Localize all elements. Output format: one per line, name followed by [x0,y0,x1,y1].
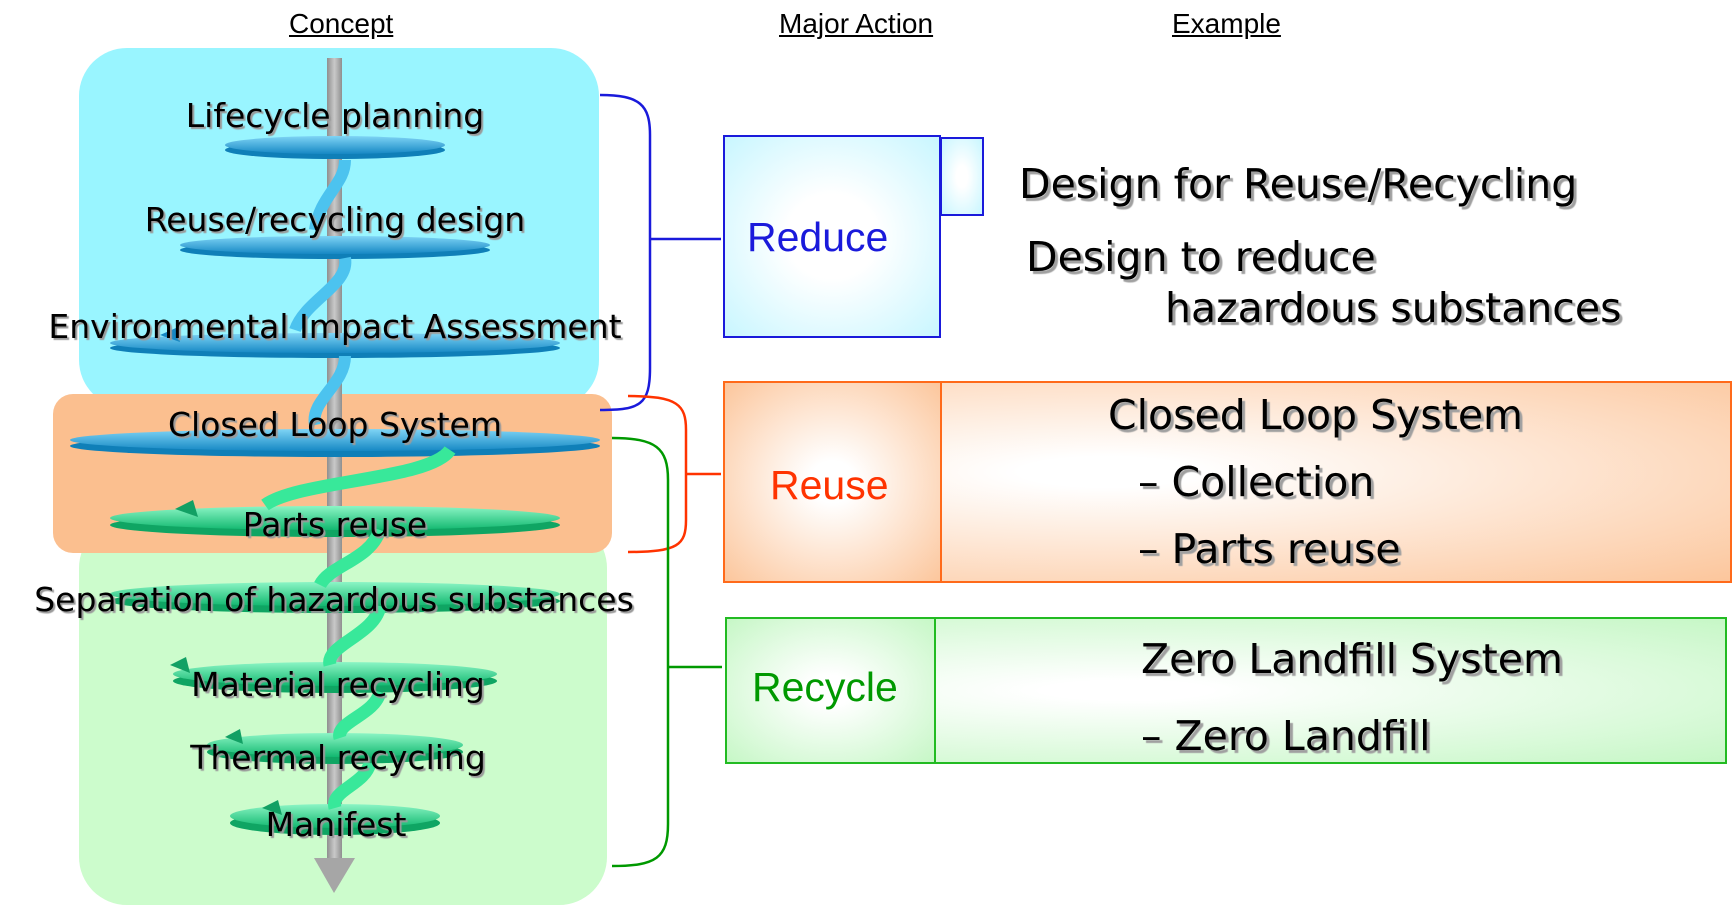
spiral-connector-7 [333,689,387,740]
disc-manifest [230,804,440,835]
major-action-header: Major Action [779,8,934,39]
spiral-connector-5 [314,527,387,589]
spiral-connector-4 [261,445,456,511]
disc-thermal-recycling [207,733,463,764]
disc-lifecycle-planning [225,136,445,159]
stage-label-reuse-recycling-design: Reuse/recycling design [144,200,526,239]
disc-material-recycling [173,662,497,693]
reuse-example-title: Closed Loop System [1108,391,1523,439]
spiral-arrowhead-3 [170,657,190,673]
spiral-arrowhead-2 [175,500,198,517]
reduce-bracket [599,93,652,412]
reduce-action-box [723,135,941,338]
stage-label-environmental-impact-assessment: Environmental Impact Assessment [48,307,622,346]
spiral-connector-3 [308,355,351,427]
stage-label-closed-loop-system: Closed Loop System [167,405,503,444]
action-label-recycle: Recycle [752,664,898,710]
reuse-action-box [723,381,942,583]
spiral-connector-8 [328,760,377,810]
disc-parts-reuse [110,506,560,537]
stage-label-thermal-recycling: Thermal recycling [190,738,486,777]
spiral-connector-2 [289,256,352,333]
reuse-example-item-collection: – Collection [1138,458,1375,506]
spiral-connector-6 [323,604,387,667]
disc-closed-loop [70,429,600,457]
recycle-action-box [725,617,936,764]
disc-separation [110,582,560,613]
recycle-bracket [611,436,670,868]
example-header: Example [1172,8,1281,39]
reduce-example-line1: Design for Reuse/Recycling [1019,160,1578,208]
reuse-bracket [627,394,688,554]
recycle-example-title: Zero Landfill System [1141,635,1563,683]
pole-arrow-tip [314,858,355,893]
reuse-example-item-parts-reuse: – Parts reuse [1138,525,1401,573]
disc-reuse-recycling-design [180,236,490,259]
disc-environmental-impact [110,333,560,358]
stage-label-material-recycling: Material recycling [191,665,485,704]
spiral-connector-1 [309,159,351,232]
stage-label-manifest: Manifest [265,805,407,844]
spiral-arrowhead-5 [262,800,282,815]
recycle-example-item-zero-landfill: – Zero Landfill [1141,712,1431,760]
spiral-arrowhead-4 [225,729,243,744]
reduce-example-line3: hazardous substances [1165,284,1622,332]
stage-label-separation: Separation of hazardous substances [34,580,634,619]
action-label-reuse: Reuse [770,462,889,508]
reduce-example-tab [940,137,984,216]
reduce-example-line2: Design to reduce [1026,233,1376,281]
spiral-arrowhead-1 [160,328,180,342]
concept-header: Concept [289,8,394,39]
action-label-reduce: Reduce [747,214,889,260]
recycle-group-panel [79,520,607,905]
stage-label-lifecycle-planning: Lifecycle planning [185,96,485,135]
stage-label-parts-reuse: Parts reuse [242,505,428,544]
